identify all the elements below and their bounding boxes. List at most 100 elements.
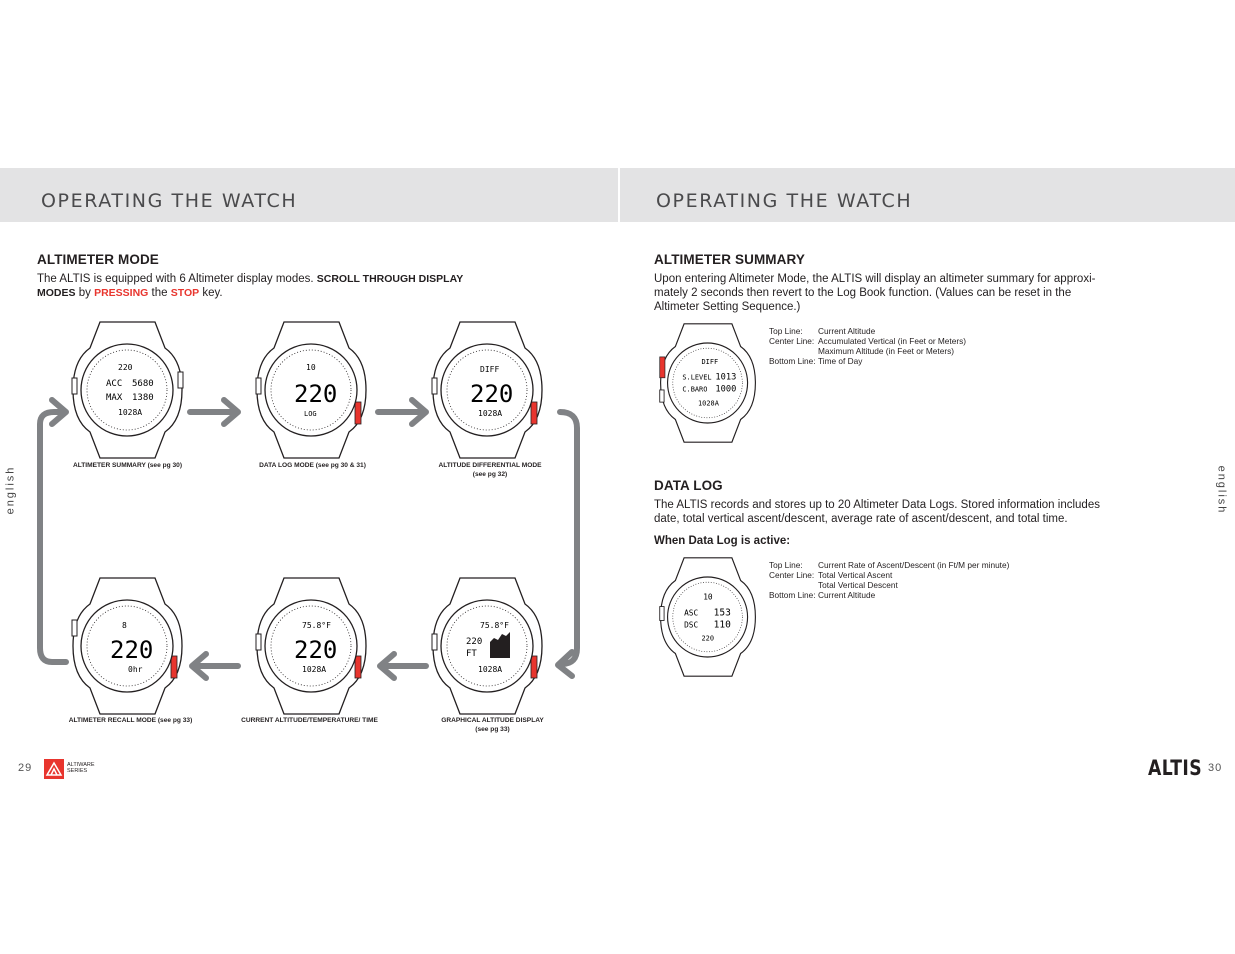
summary-legend: Top Line:Current Altitude Center Line:Ac…: [769, 326, 966, 366]
w6-top: 75.8°F: [480, 621, 509, 630]
caption-data-log-mode: DATA LOG MODE (see pg 30 & 31): [259, 462, 366, 469]
altiware-logo: [44, 759, 64, 779]
ws-bottom: 1028A: [698, 400, 720, 408]
logo-line-1: ALTIWARE: [67, 762, 95, 768]
mountain-icon: [45, 761, 63, 776]
arrow-left-1-icon: [377, 651, 429, 681]
ws-l2b: 1000: [715, 385, 736, 395]
right-page-header: OPERATING THE WATCH: [656, 190, 913, 212]
w1-l2b: 1380: [132, 393, 154, 403]
right-header-band: [620, 168, 1235, 222]
watch-current-altitude: 75.8°F 220 1028A: [255, 577, 367, 715]
w6-graph-icon: [490, 632, 510, 658]
arrow-left-2-icon: [189, 651, 241, 681]
caption-graphical-altitude: GRAPHICAL ALTITUDE DISPLAY (see pg 33): [420, 716, 565, 734]
w4-bottom: 0hr: [128, 665, 143, 674]
summary-line-3: Altimeter Setting Sequence.): [654, 301, 801, 313]
datalog-line-1: The ALTIS records and stores up to 20 Al…: [654, 499, 1100, 511]
datalog-legend-row: Top Line:Current Rate of Ascent/Descent …: [769, 560, 1010, 570]
caption-altimeter-recall: ALTIMETER RECALL MODE (see pg 33): [68, 717, 193, 724]
watch-summary-detail: DIFF S.LEVEL 1013 C.BARO 1000 1028A: [659, 323, 756, 443]
arrow-right-2-icon: [375, 397, 429, 427]
w5-big: 220: [294, 636, 337, 664]
intro-pressing: PRESSING: [94, 287, 149, 299]
w4-big: 220: [110, 636, 153, 664]
datalog-legend-row: Center Line:Total Vertical Ascent: [769, 570, 893, 580]
w1-l1b: 5680: [132, 379, 154, 389]
w6-ft: FT: [466, 649, 477, 659]
summary-legend-row: Maximum Altitude (in Feet or Meters): [818, 346, 955, 356]
w5-top: 75.8°F: [302, 621, 331, 630]
summary-legend-row: Top Line:Current Altitude: [769, 326, 876, 336]
data-log-subheading: When Data Log is active:: [654, 535, 791, 547]
caption-graphical-altitude-line1: GRAPHICAL ALTITUDE DISPLAY: [441, 717, 544, 724]
arrow-right-1-icon: [187, 397, 241, 427]
logo-line-2: SERIES: [67, 768, 88, 774]
watch-data-log-mode: 10 220 LOG: [255, 321, 367, 459]
ws-l1a: S.LEVEL: [682, 374, 711, 382]
w6-bottom: 1028A: [478, 665, 502, 674]
w2-bottom: LOG: [304, 410, 317, 418]
intro-key: key.: [199, 287, 223, 299]
datalog-legend: Top Line:Current Rate of Ascent/Descent …: [769, 560, 1009, 600]
altimeter-mode-intro: The ALTIS is equipped with 6 Altimeter d…: [37, 272, 477, 300]
ws-l1b: 1013: [715, 373, 736, 383]
wd-bottom: 220: [701, 634, 714, 642]
left-page-number: 29: [18, 762, 33, 774]
data-log-text: The ALTIS records and stores up to 20 Al…: [654, 498, 1114, 526]
left-header-band: [0, 168, 618, 222]
ws-l2a: C.BARO: [682, 386, 707, 394]
w3-top: DIFF: [480, 365, 499, 374]
w1-l1a: ACC: [106, 379, 122, 389]
caption-graphical-altitude-line2: (see pg 33): [475, 726, 510, 733]
intro-plain: The ALTIS is equipped with 6 Altimeter d…: [37, 273, 317, 285]
left-page-header: OPERATING THE WATCH: [41, 190, 298, 212]
watch-data-log-detail: 10 ASC 153 DSC 110 220: [659, 557, 756, 677]
wd-l1b: 153: [714, 607, 731, 618]
intro-bold-1: SCROLL THROUGH DISPLAY: [316, 273, 464, 285]
summary-legend-row: Center Line:Accumulated Vertical (in Fee…: [769, 336, 967, 346]
wd-top: 10: [703, 593, 713, 602]
w6-left: 220: [466, 637, 482, 647]
altimeter-summary-heading: ALTIMETER SUMMARY: [654, 252, 805, 267]
w1-top: 220: [118, 363, 133, 372]
altimeter-mode-heading: ALTIMETER MODE: [37, 252, 159, 267]
w2-top: 10: [306, 363, 316, 372]
intro-the: the: [148, 287, 171, 299]
altis-brand: ALTIS: [1148, 756, 1203, 780]
intro-by: by: [75, 287, 95, 299]
intro-bold-2: MODES: [37, 287, 76, 299]
datalog-legend-row: Bottom Line:Current Altitude: [769, 590, 876, 600]
intro-stop: STOP: [170, 287, 200, 299]
w5-bottom: 1028A: [302, 665, 326, 674]
data-log-heading: DATA LOG: [654, 478, 723, 493]
logo-text: ALTIWARE SERIES: [67, 762, 95, 774]
caption-altitude-differential-line2: (see pg 32): [472, 471, 508, 478]
caption-current-altitude: CURRENT ALTITUDE/TEMPERATURE/ TIME: [241, 717, 378, 724]
wd-l2a: DSC: [684, 620, 698, 629]
w3-bottom: 1028A: [478, 409, 502, 418]
right-side-label: english: [1215, 465, 1228, 515]
w3-big: 220: [470, 380, 513, 408]
w4-top: 8: [122, 621, 127, 630]
summary-legend-row: Bottom Line:Time of Day: [769, 356, 863, 366]
wd-l1a: ASC: [684, 608, 698, 617]
watch-altimeter-recall: 8 220 0hr: [71, 577, 183, 715]
w2-big: 220: [294, 380, 337, 408]
summary-line-1: Upon entering Altimeter Mode, the ALTIS …: [654, 273, 1096, 285]
watch-altitude-differential: DIFF 220 1028A: [431, 321, 543, 459]
flow-arrows: [37, 397, 580, 681]
watch-graphical-altitude: 75.8°F 220 FT 1028A: [431, 577, 543, 715]
altimeter-summary-text: Upon entering Altimeter Mode, the ALTIS …: [654, 272, 1114, 314]
summary-line-2: mately 2 seconds then revert to the Log …: [654, 287, 1072, 299]
arrow-loop-right-icon: [555, 409, 580, 679]
arrow-loop-left-icon: [37, 397, 69, 665]
caption-altimeter-summary: ALTIMETER SUMMARY (see pg 30): [72, 462, 183, 469]
caption-altitude-differential: ALTITUDE DIFFERENTIAL MODE (see pg 32): [420, 461, 560, 479]
caption-altitude-differential-line1: ALTITUDE DIFFERENTIAL MODE: [438, 462, 542, 469]
watch-altimeter-summary: 220 ACC 5680 MAX 1380 1028A: [71, 321, 184, 459]
right-page-number: 30: [1208, 762, 1223, 774]
datalog-legend-row: Total Vertical Descent: [818, 580, 898, 590]
w1-bottom: 1028A: [118, 408, 142, 417]
datalog-line-2: date, total vertical ascent/descent, ave…: [654, 513, 1068, 525]
